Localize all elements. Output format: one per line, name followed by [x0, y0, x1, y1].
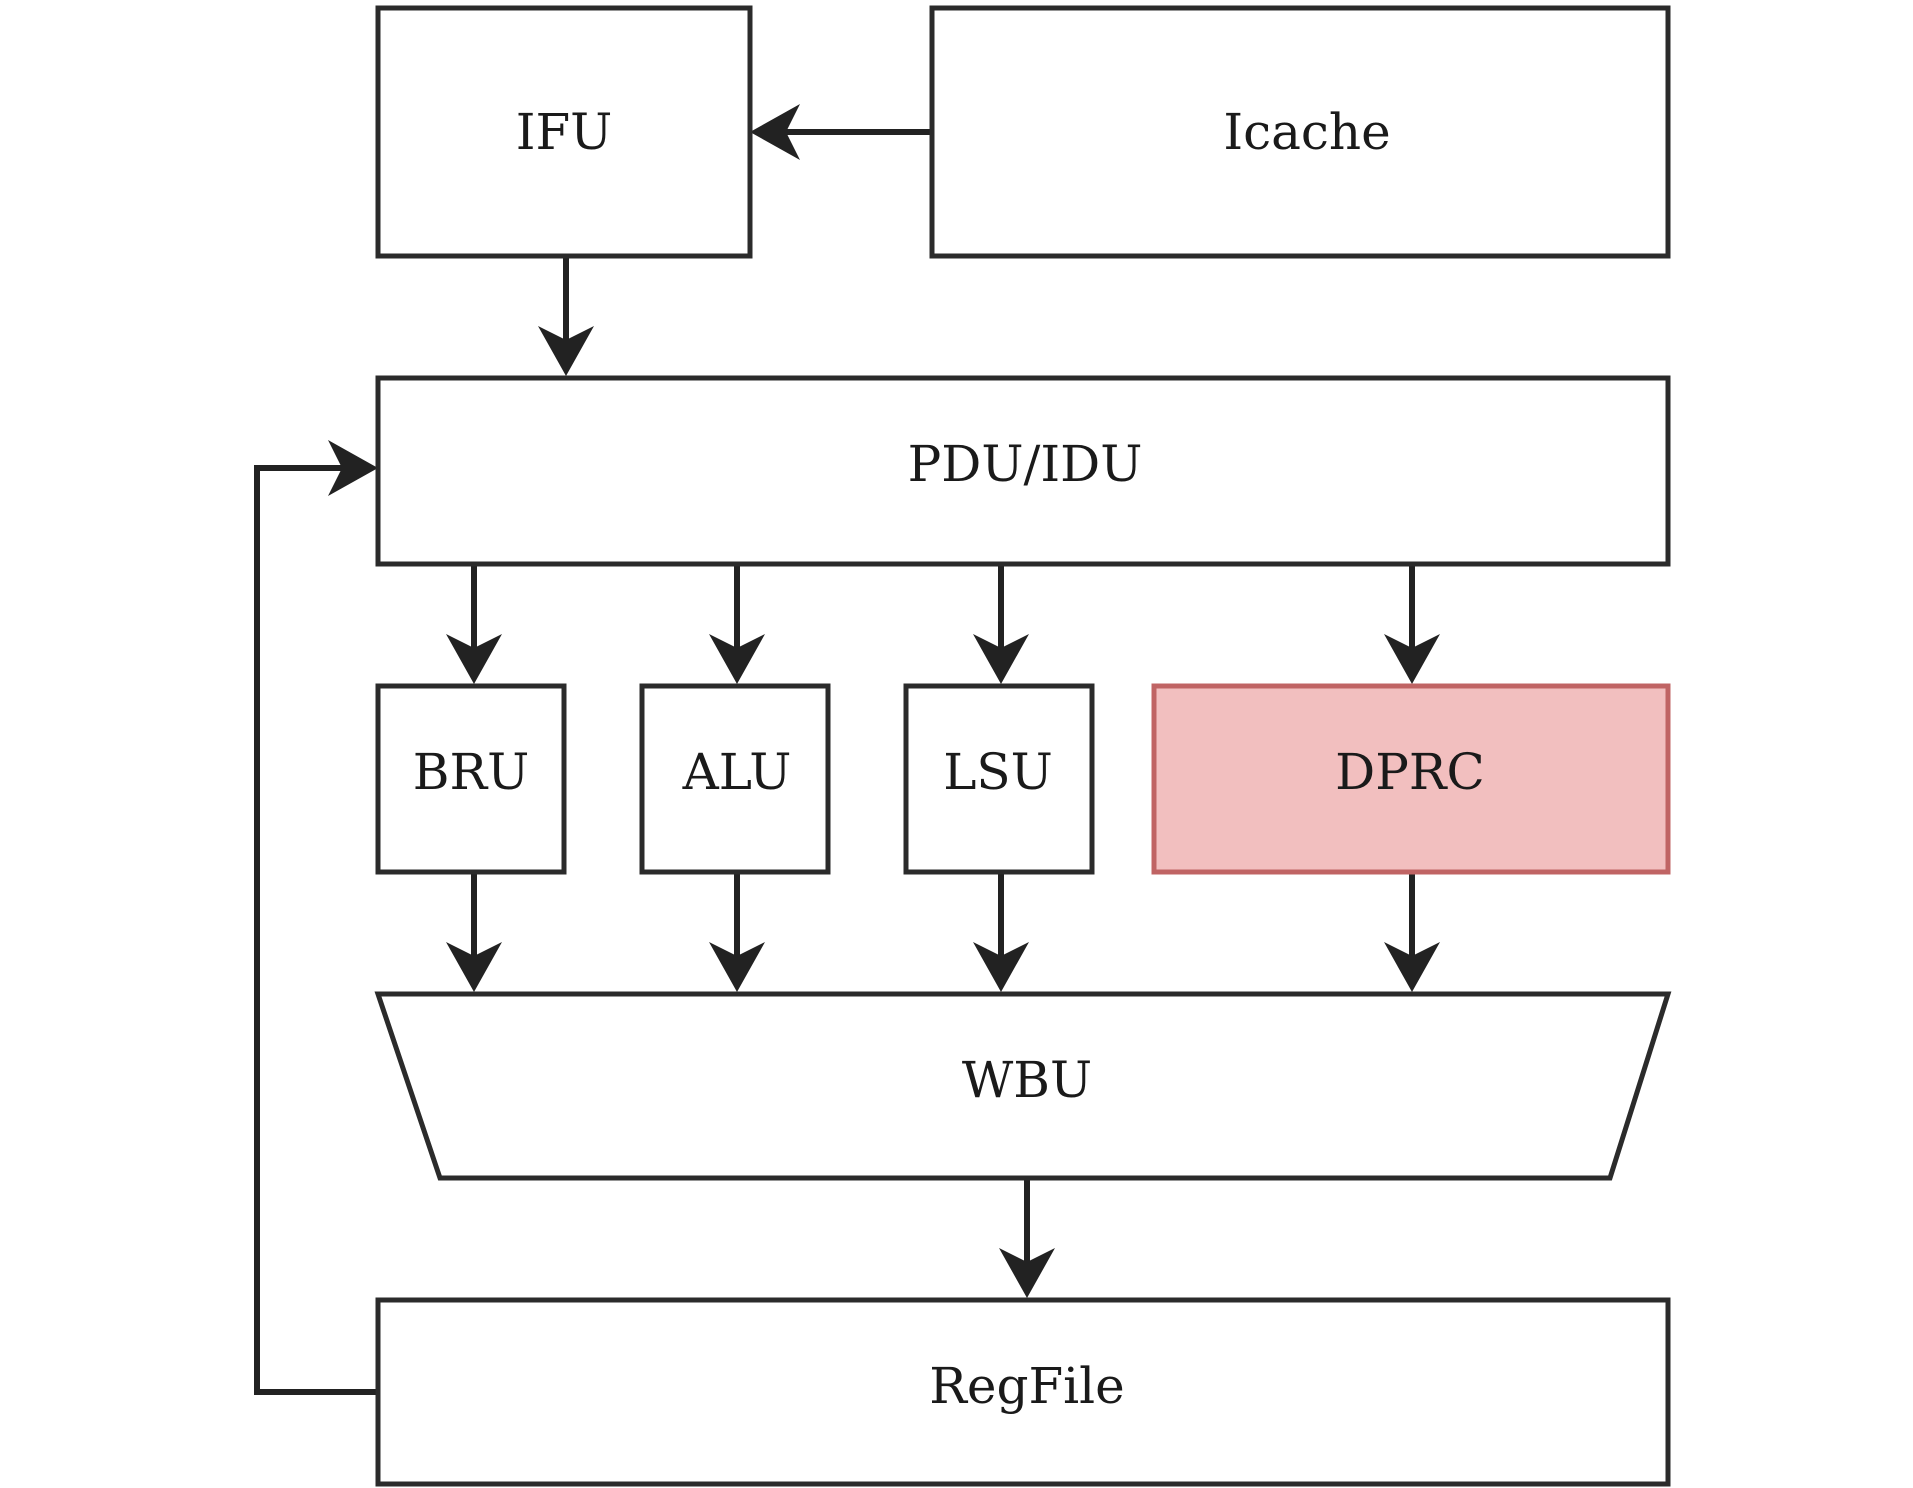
ifu-box — [375, 5, 753, 259]
arrowhead-dprc-to-wbu — [1384, 942, 1440, 992]
arrowhead-wbu-to-regfile — [999, 1248, 1055, 1298]
bru-box — [375, 683, 567, 875]
wire-regfile-feedback — [254, 465, 378, 1395]
connections — [254, 104, 1440, 1395]
dprc-box — [1151, 683, 1671, 875]
block-regfile: RegFile — [375, 1297, 1671, 1487]
arrowhead-regfile-to-pdu — [328, 440, 378, 496]
arrowhead-bru-to-wbu — [446, 942, 502, 992]
block-ifu: IFU — [375, 5, 753, 259]
icache-box — [929, 5, 1671, 259]
pdu-idu-box — [375, 375, 1671, 567]
block-bru: BRU — [375, 683, 567, 875]
ifu-label: IFU — [516, 103, 613, 161]
wbu-label: WBU — [962, 1051, 1092, 1109]
arrowhead-ifu-to-pdu — [538, 326, 594, 376]
regfile-label: RegFile — [929, 1357, 1125, 1415]
arrowhead-pdu-to-lsu — [973, 634, 1029, 684]
arrowhead-icache-to-ifu — [750, 104, 800, 160]
pdu-idu-label: PDU/IDU — [908, 435, 1143, 493]
block-wbu: WBU — [374, 991, 1672, 1181]
alu-label: ALU — [682, 743, 792, 801]
block-pdu-idu: PDU/IDU — [375, 375, 1671, 567]
wbu-trapezoid — [374, 991, 1672, 1181]
lsu-label: LSU — [943, 743, 1053, 801]
block-icache: Icache — [929, 5, 1671, 259]
arrowhead-pdu-to-bru — [446, 634, 502, 684]
arrowhead-lsu-to-wbu — [973, 942, 1029, 992]
regfile-box — [375, 1297, 1671, 1487]
alu-box — [639, 683, 831, 875]
arrowhead-pdu-to-alu — [709, 634, 765, 684]
block-dprc: DPRC — [1151, 683, 1671, 875]
block-alu: ALU — [639, 683, 831, 875]
icache-label: Icache — [1223, 103, 1390, 161]
bru-label: BRU — [413, 743, 530, 801]
lsu-box — [903, 683, 1095, 875]
arrowhead-pdu-to-dprc — [1384, 634, 1440, 684]
arrowhead-alu-to-wbu — [709, 942, 765, 992]
block-lsu: LSU — [903, 683, 1095, 875]
dprc-label: DPRC — [1335, 743, 1485, 801]
